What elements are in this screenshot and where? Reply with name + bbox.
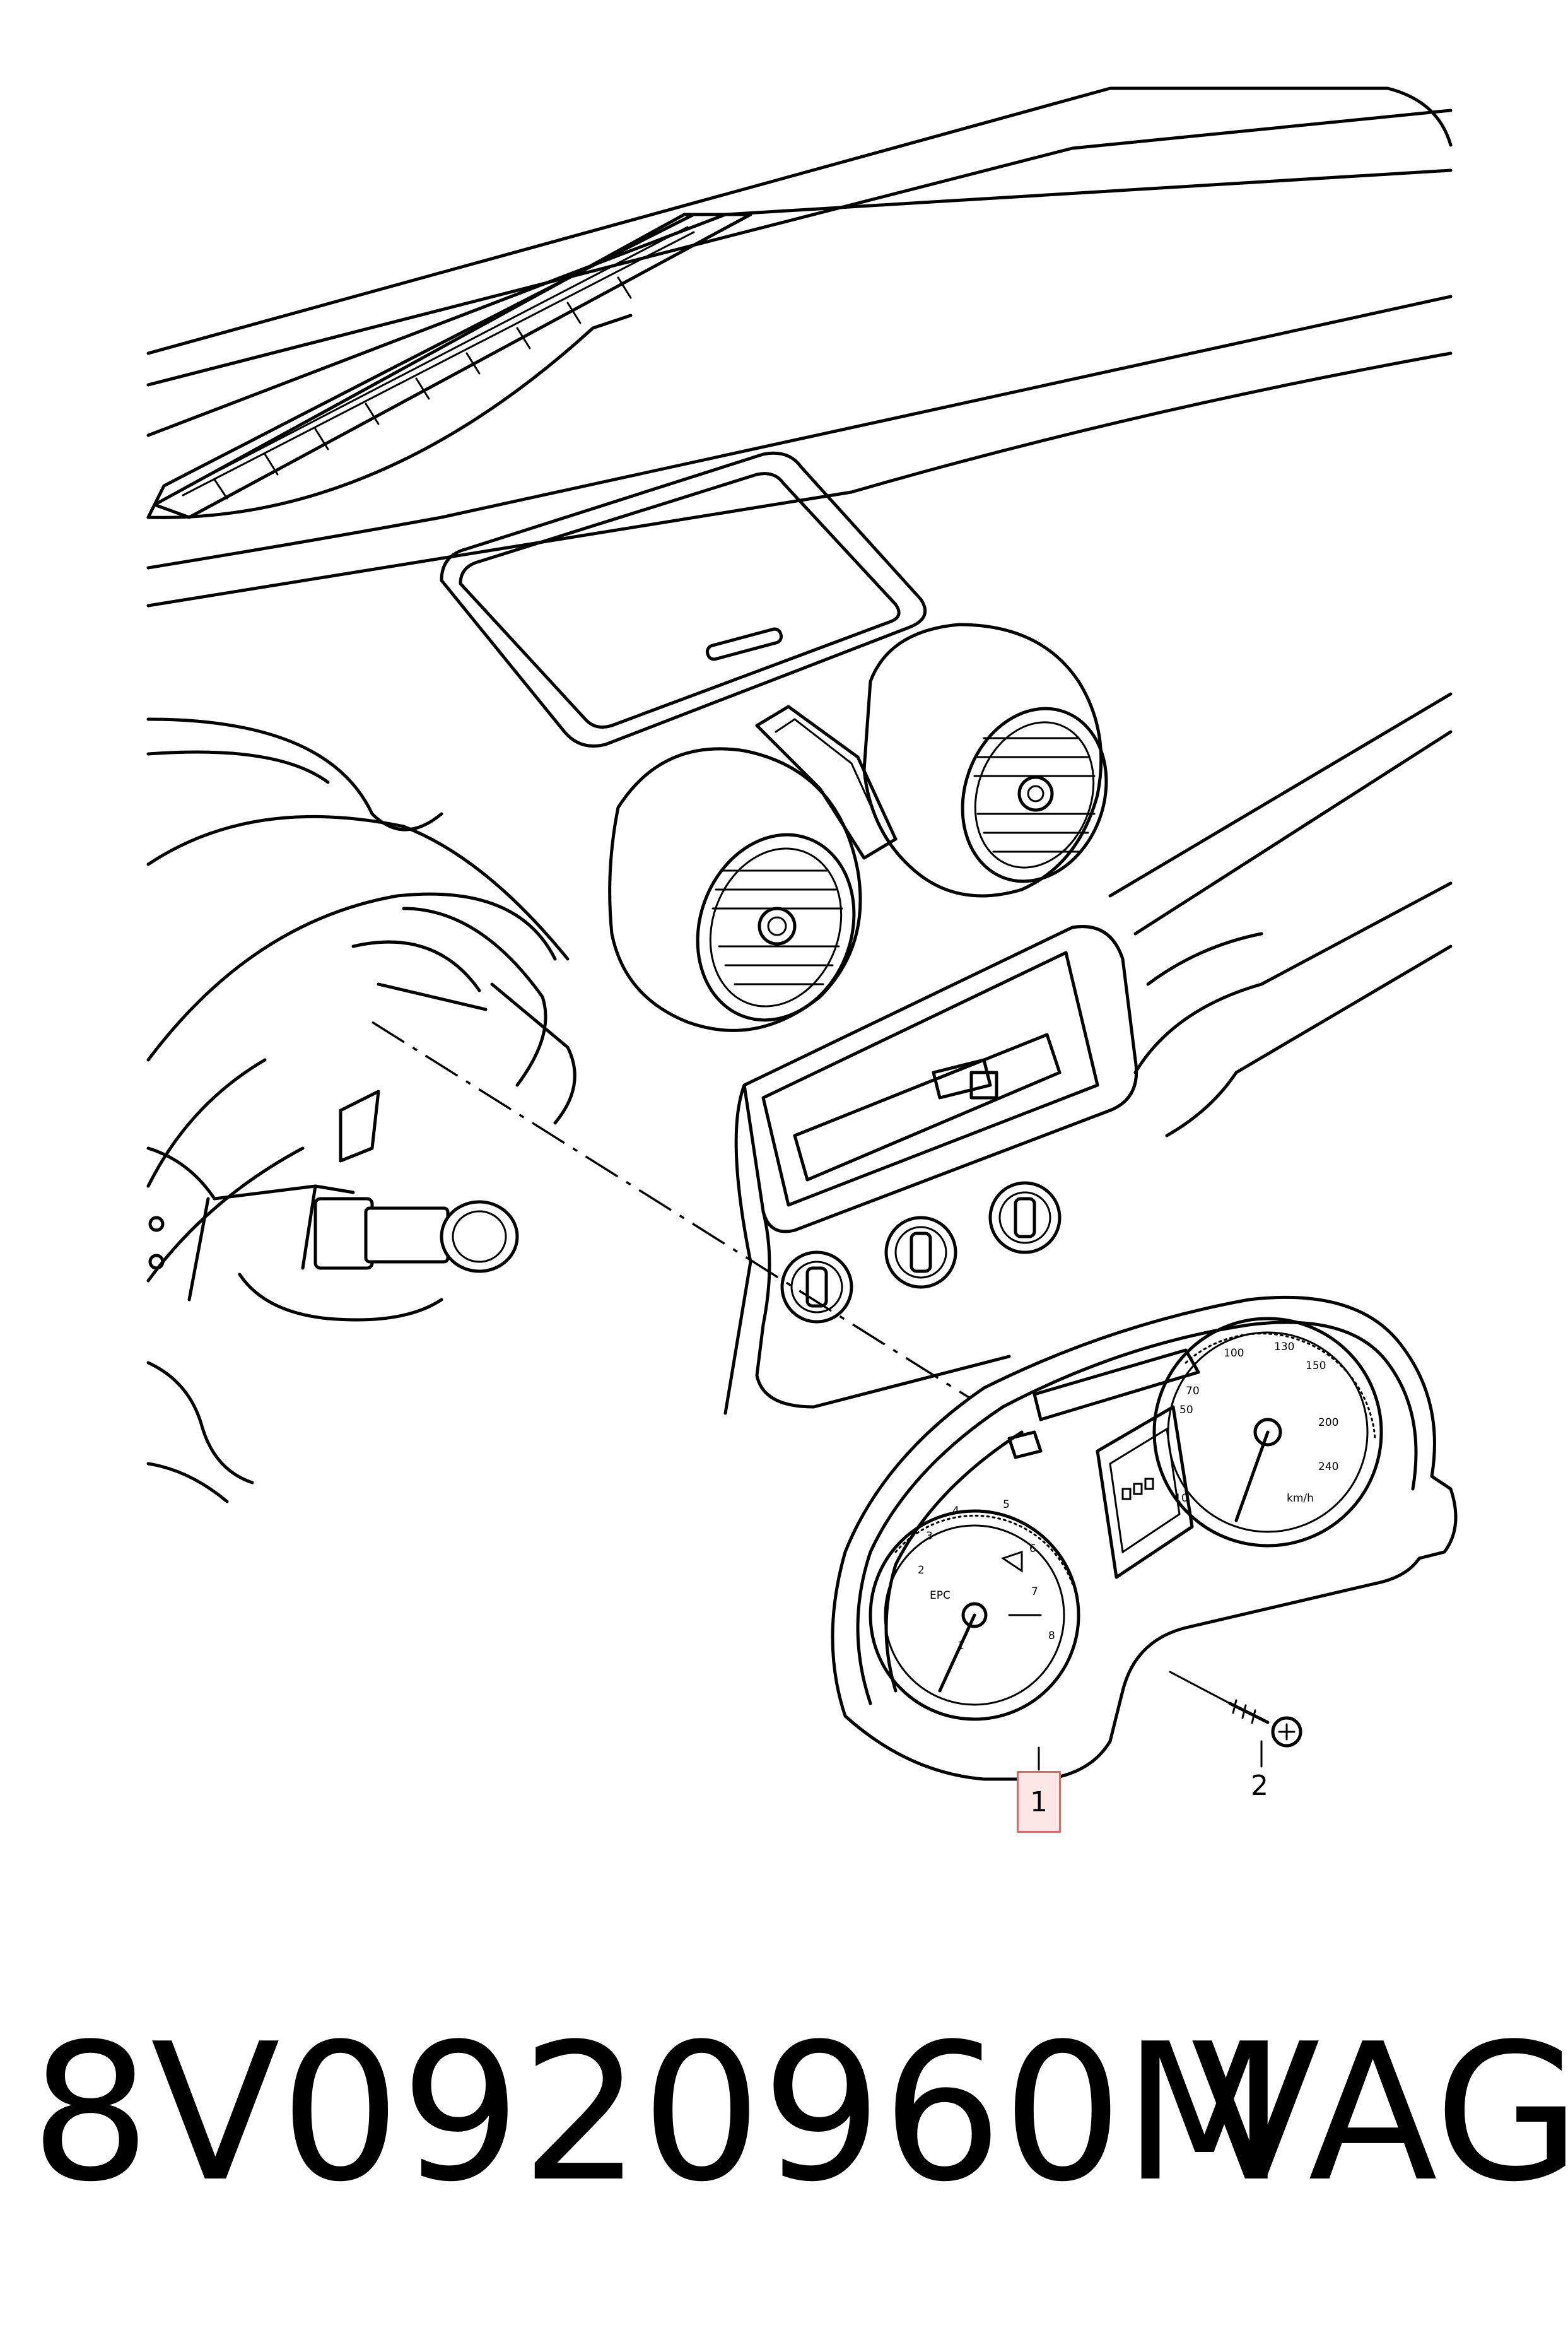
speed-tick-10: 10 bbox=[1174, 1492, 1188, 1505]
steering-column bbox=[146, 1090, 519, 1503]
dashboard-upper bbox=[146, 86, 1453, 608]
hvac-knobs bbox=[780, 1181, 1062, 1324]
callout-1[interactable]: 1 bbox=[1017, 1771, 1061, 1833]
epc-label: EPC bbox=[930, 1589, 951, 1602]
dashboard-left-frame bbox=[146, 717, 576, 1283]
brand-label: VAG bbox=[1191, 2003, 1568, 2223]
hazard-switch-slot bbox=[755, 705, 898, 860]
tach-tick-8: 8 bbox=[1048, 1630, 1055, 1642]
speed-tick-50: 50 bbox=[1179, 1404, 1193, 1416]
tach-tick-7: 7 bbox=[1031, 1585, 1038, 1598]
speed-tick-150: 150 bbox=[1306, 1360, 1326, 1372]
speed-tick-130: 130 bbox=[1274, 1341, 1294, 1353]
speed-unit: km/h bbox=[1287, 1492, 1314, 1505]
top-defrost-vent bbox=[146, 213, 752, 519]
speed-tick-70: 70 bbox=[1186, 1385, 1200, 1397]
speed-tick-100: 100 bbox=[1224, 1347, 1244, 1360]
tach-tick-5: 5 bbox=[1003, 1498, 1010, 1511]
left-air-vent bbox=[608, 747, 862, 1032]
instrument-cluster: 3 4 5 6 7 8 2 1 EPC 50 70 100 130 150 20… bbox=[831, 1295, 1458, 1781]
center-display-frame bbox=[440, 451, 927, 748]
dashboard-right-edge bbox=[1108, 692, 1453, 1138]
screw bbox=[1169, 1671, 1302, 1768]
callout-2[interactable]: 2 bbox=[1251, 1770, 1268, 1802]
tach-tick-2: 2 bbox=[918, 1564, 925, 1577]
tach-tick-6: 6 bbox=[1029, 1543, 1036, 1555]
assembly-line bbox=[372, 1021, 985, 1408]
part-number: 8V0920960M bbox=[30, 2003, 1287, 2223]
tach-tick-1: 1 bbox=[957, 1640, 964, 1652]
tach-tick-4: 4 bbox=[952, 1505, 959, 1517]
speed-tick-240: 240 bbox=[1318, 1461, 1338, 1473]
right-air-vent bbox=[862, 623, 1108, 898]
center-console bbox=[723, 925, 1138, 1415]
speed-tick-200: 200 bbox=[1318, 1416, 1338, 1429]
tach-tick-3: 3 bbox=[926, 1530, 933, 1543]
